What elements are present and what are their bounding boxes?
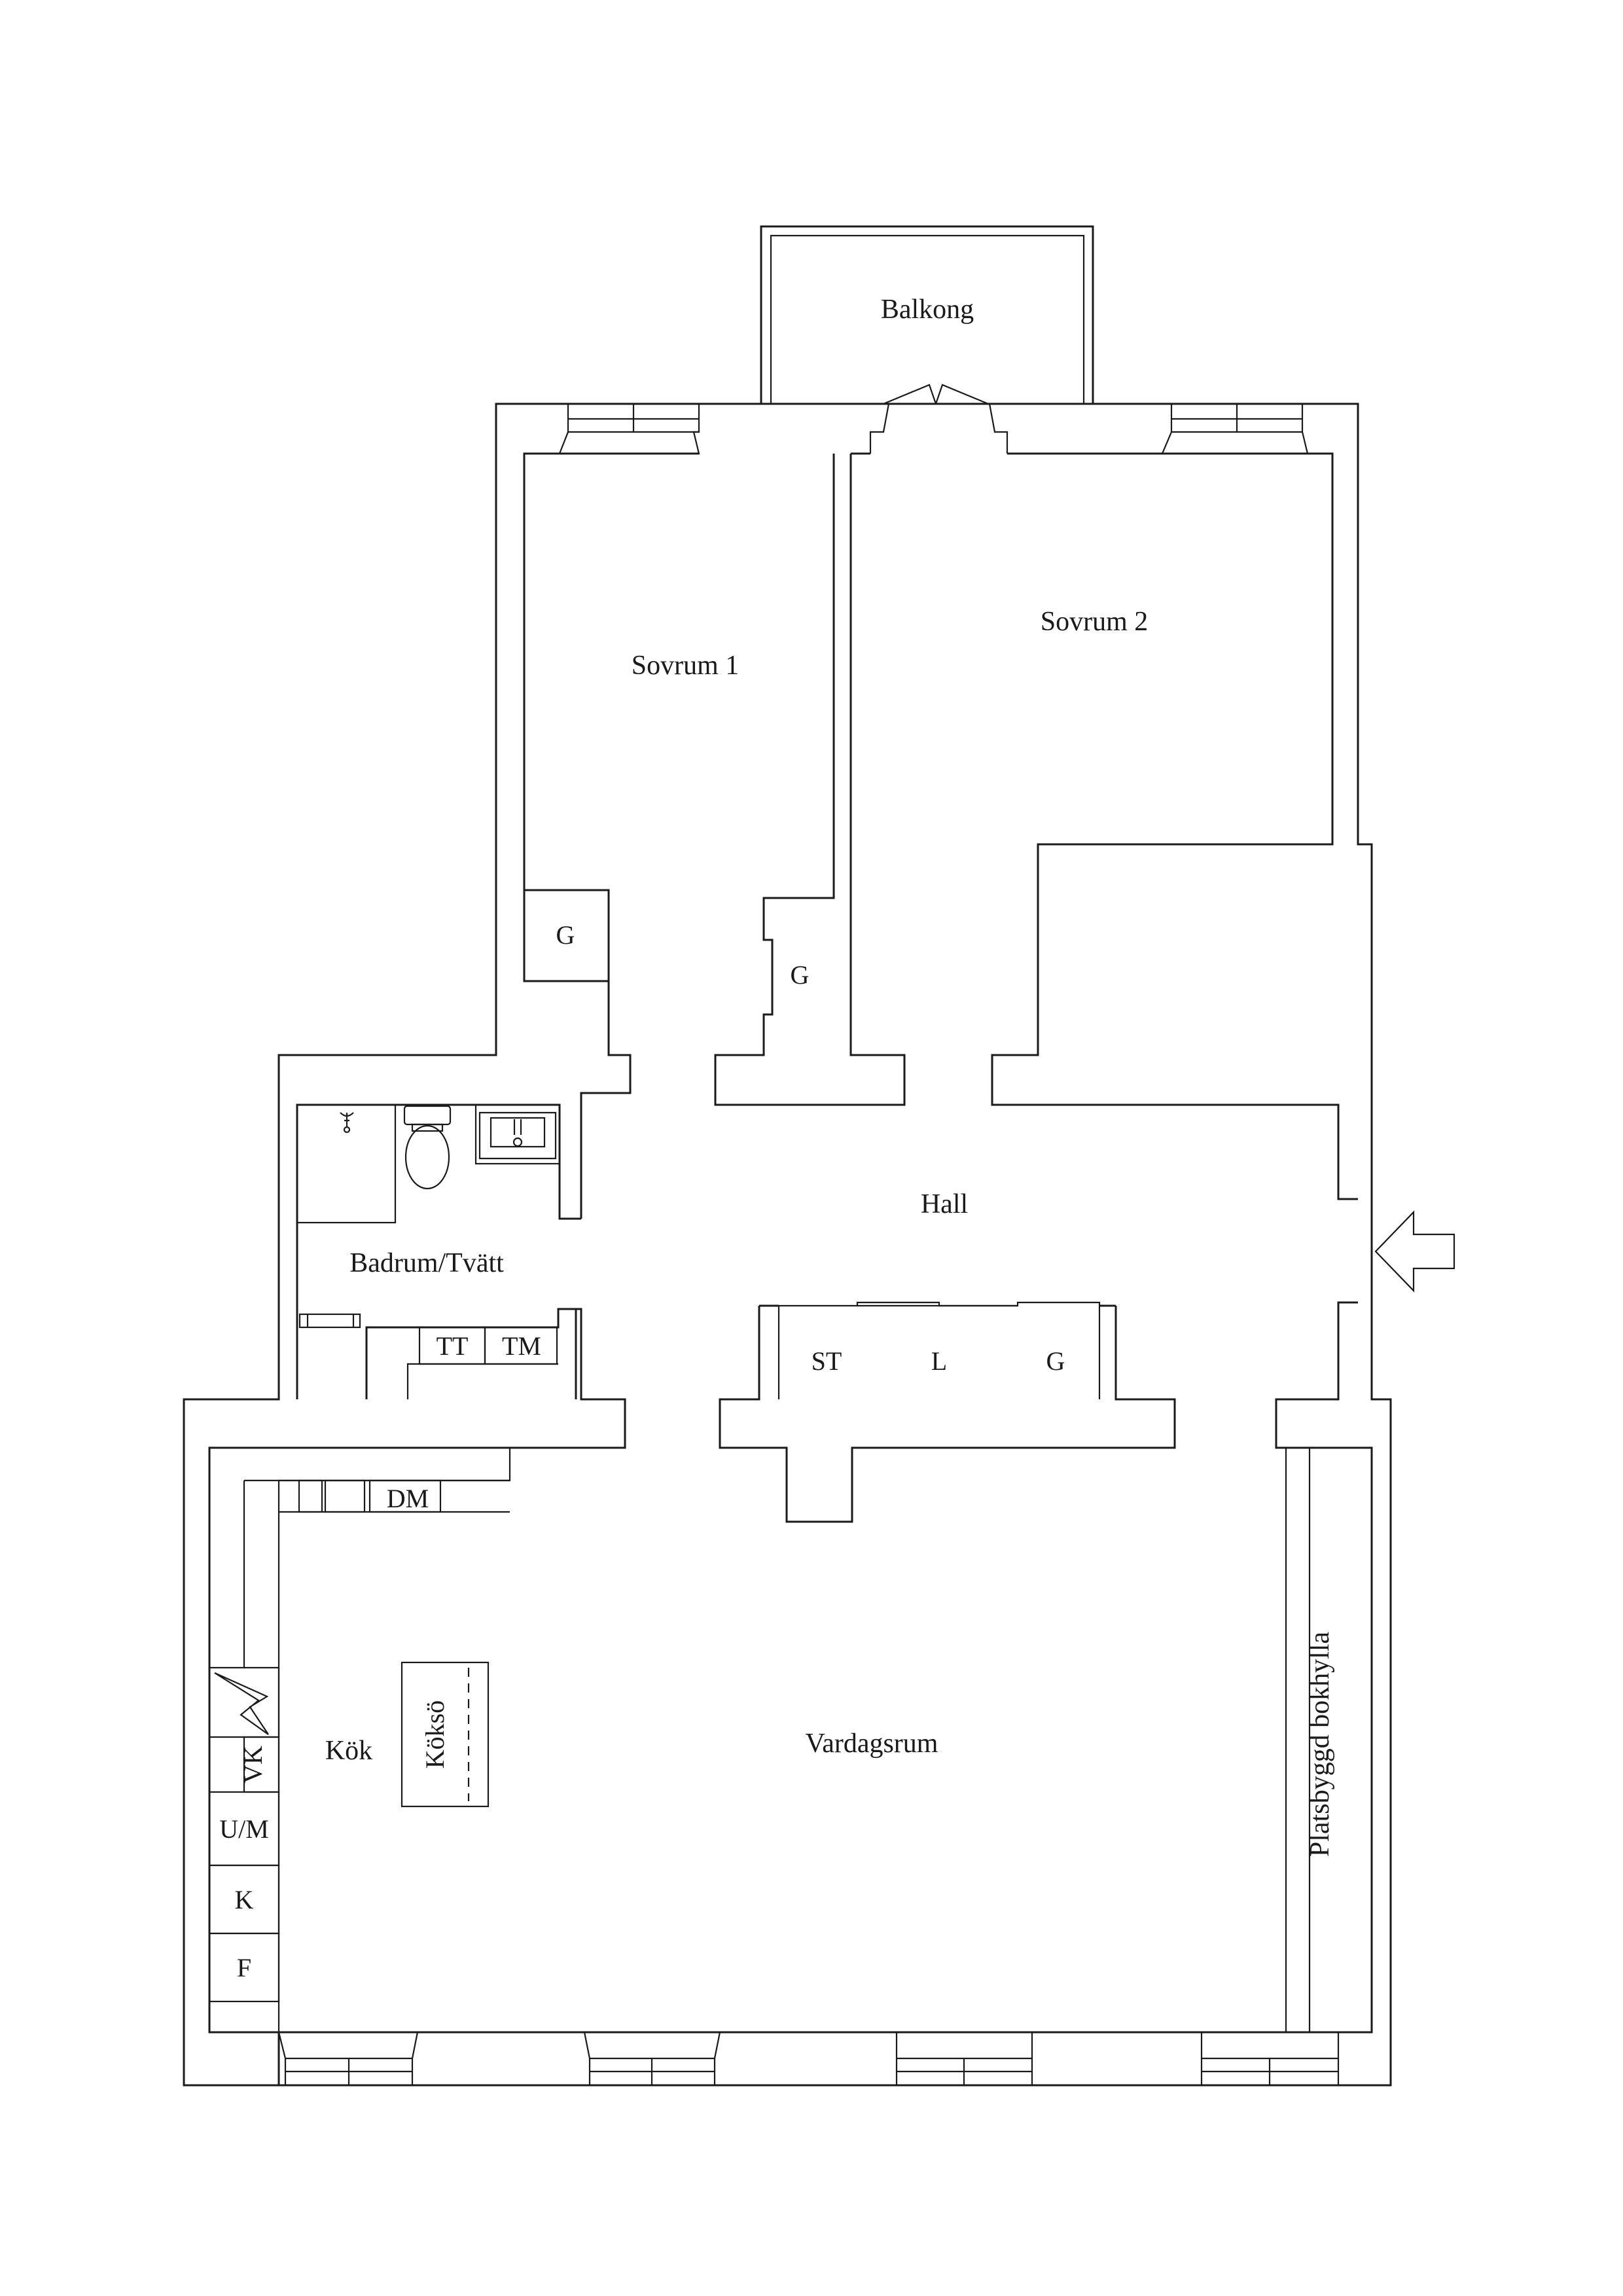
appliance-label-tm: TM	[502, 1331, 541, 1361]
appliance-label-k: K	[235, 1885, 254, 1914]
closet-label-st: ST	[812, 1346, 842, 1376]
appliance-label-dm: DM	[387, 1484, 429, 1513]
appliance-label-um: U/M	[219, 1814, 269, 1844]
room-label-balkong: Balkong	[881, 295, 974, 325]
appliance-label-vk: VK	[238, 1746, 268, 1784]
hall-closet	[719, 1301, 1176, 1523]
bathroom	[208, 1055, 626, 2085]
sovrum1-walls	[523, 452, 632, 1219]
room-label-vardagsrum: Vardagsrum	[806, 1729, 938, 1759]
top-windows	[558, 384, 1309, 455]
closet-label-g-hall: G	[1046, 1346, 1065, 1376]
room-label-kok: Kök	[325, 1736, 372, 1766]
balcony	[760, 225, 1094, 404]
bottom-windows	[277, 2031, 1340, 2087]
appliance-label-tt: TT	[437, 1331, 469, 1361]
bookshelf-label: Platsbyggd bokhylla	[1305, 1632, 1335, 1857]
closet-label-g-sovrum2: G	[791, 960, 810, 990]
kitchen	[208, 1448, 511, 2032]
room-label-badrum: Badrum/Tvätt	[349, 1248, 504, 1278]
room-label-hall: Hall	[921, 1189, 968, 1219]
closet-label-g-sovrum1: G	[556, 920, 575, 950]
appliance-label-f: F	[237, 1953, 251, 1982]
closet-label-l: L	[931, 1346, 947, 1376]
entrance-arrow-icon	[1374, 1210, 1455, 1293]
room-label-sovrum2: Sovrum 2	[1041, 607, 1149, 637]
sovrum2-walls	[991, 452, 1358, 1200]
room-label-sovrum1: Sovrum 1	[632, 651, 740, 681]
island-label-kokso: Köksö	[420, 1700, 450, 1768]
outer-wall	[183, 403, 1392, 2087]
